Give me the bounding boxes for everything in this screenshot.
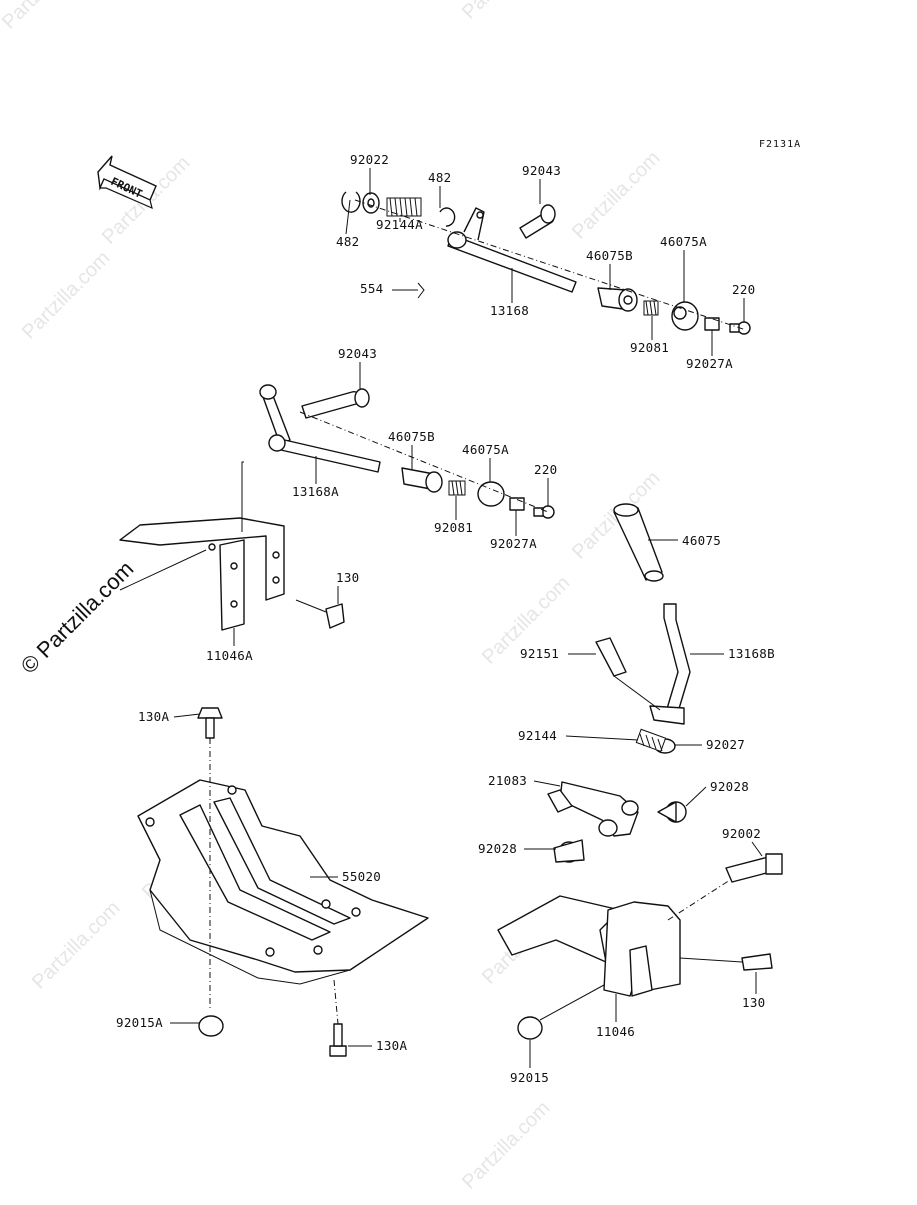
label-92027A-mid: 92027A <box>490 536 537 551</box>
plate-55020 <box>137 707 429 1057</box>
label-92144: 92144 <box>518 728 557 743</box>
bracket-11046A <box>119 461 345 631</box>
label-13168: 13168 <box>490 303 529 318</box>
label-46075: 46075 <box>682 533 721 548</box>
bracket-11046 <box>497 853 783 1040</box>
label-11046: 11046 <box>596 1024 635 1039</box>
watermark-main: © Partzilla.com <box>16 556 139 679</box>
label-92002: 92002 <box>722 826 761 841</box>
watermark-text: Partzilla.com <box>28 897 125 994</box>
shift-lever <box>547 503 691 863</box>
label-92043-top: 92043 <box>522 163 561 178</box>
label-13168B: 13168B <box>728 646 775 661</box>
label-92015: 92015 <box>510 1070 549 1085</box>
label-92015A: 92015A <box>116 1015 163 1030</box>
label-46075A-top: 46075A <box>660 234 707 249</box>
label-92027A-top: 92027A <box>686 356 733 371</box>
watermark-text: Partzilla.com <box>458 0 555 24</box>
label-92022: 92022 <box>350 152 389 167</box>
label-55020: 55020 <box>342 869 381 884</box>
label-554: 554 <box>360 281 383 296</box>
label-130-left: 130 <box>336 570 359 585</box>
label-220-top: 220 <box>732 282 755 297</box>
label-482-top: 482 <box>428 170 451 185</box>
label-92151: 92151 <box>520 646 559 661</box>
upper-shaft-assembly <box>341 191 751 335</box>
label-92081-top: 92081 <box>630 340 669 355</box>
label-130A-top: 130A <box>138 709 169 724</box>
label-130-right: 130 <box>742 995 765 1010</box>
label-482-left: 482 <box>336 234 359 249</box>
front-arrow-icon: FRONT <box>97 155 157 210</box>
watermark-text: Partzilla.com <box>18 247 115 344</box>
middle-shaft-assembly <box>259 384 555 519</box>
label-220-mid: 220 <box>534 462 557 477</box>
watermark-text: Partzilla.com <box>0 0 94 34</box>
label-46075B-top: 46075B <box>586 248 633 263</box>
label-130A-bottom: 130A <box>376 1038 407 1053</box>
watermark-text: Partzilla.com <box>568 147 665 244</box>
label-21083: 21083 <box>488 773 527 788</box>
label-92043-mid: 92043 <box>338 346 377 361</box>
label-13168A: 13168A <box>292 484 339 499</box>
labels: 92022 482 92043 482 92144A 554 13168 460… <box>116 152 775 1085</box>
label-46075A-mid: 46075A <box>462 442 509 457</box>
diagram-code: F2131A <box>759 139 801 150</box>
watermark-text: Partzilla.com <box>458 1097 555 1194</box>
label-92028-left: 92028 <box>478 841 517 856</box>
label-92028-right: 92028 <box>710 779 749 794</box>
label-46075B-mid: 46075B <box>388 429 435 444</box>
label-11046A: 11046A <box>206 648 253 663</box>
label-92081-mid: 92081 <box>434 520 473 535</box>
label-92144A: 92144A <box>376 217 423 232</box>
label-92027: 92027 <box>706 737 745 752</box>
